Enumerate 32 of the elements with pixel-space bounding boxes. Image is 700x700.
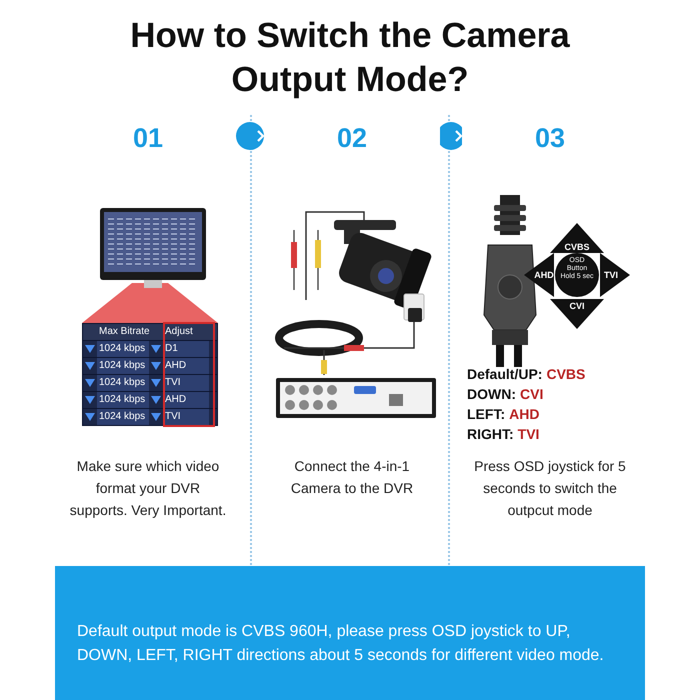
- direction-label: CVI: [568, 300, 586, 313]
- step-description: Press OSD joystick for 5 seconds to switch the outpcut mode: [473, 457, 627, 520]
- step-number: 02: [336, 122, 368, 155]
- table-cell: AHD: [163, 358, 209, 374]
- table-cell: 1024 kbps: [97, 409, 149, 425]
- direction-label: CVBS: [563, 241, 590, 254]
- table-cell: AHD: [163, 392, 209, 408]
- info-banner: Default output mode is CVBS 960H, please press OSD joystick to UP, DOWN, LEFT, RIGHT directions about 5 seconds for different video mode.: [55, 566, 645, 700]
- table-header: Adjust: [164, 325, 194, 339]
- direction-name: DOWN:: [467, 385, 516, 403]
- title: How to Switch the Camera Output Mode?: [130, 15, 570, 101]
- table-cell: 1024 kbps: [97, 341, 149, 357]
- mode-name: CVI: [520, 385, 544, 403]
- table-cell: D1: [163, 341, 209, 357]
- table-header: Max Bitrate: [98, 325, 151, 339]
- step-number: 01: [132, 122, 164, 155]
- table-cell: 1024 kbps: [97, 392, 149, 408]
- mode-name: AHD: [509, 405, 540, 423]
- direction-name: Default/UP:: [467, 365, 542, 383]
- table-cell: 1024 kbps: [97, 358, 149, 374]
- direction-name: RIGHT:: [467, 425, 514, 443]
- table-cell: 1024 kbps: [97, 375, 149, 391]
- table-cell: TVI: [163, 409, 209, 425]
- step-number: 03: [534, 122, 566, 155]
- direction-label: AHD: [533, 269, 555, 282]
- mode-name: CVBS: [546, 365, 586, 383]
- step-description: Make sure which video format your DVR supports. Very Important.: [68, 457, 228, 520]
- step-description: Connect the 4-in-1 Camera to the DVR: [290, 457, 414, 498]
- direction-label: TVI: [602, 269, 619, 282]
- direction-name: LEFT:: [467, 405, 506, 423]
- table-cell: TVI: [163, 375, 209, 391]
- mode-name: TVI: [518, 425, 540, 443]
